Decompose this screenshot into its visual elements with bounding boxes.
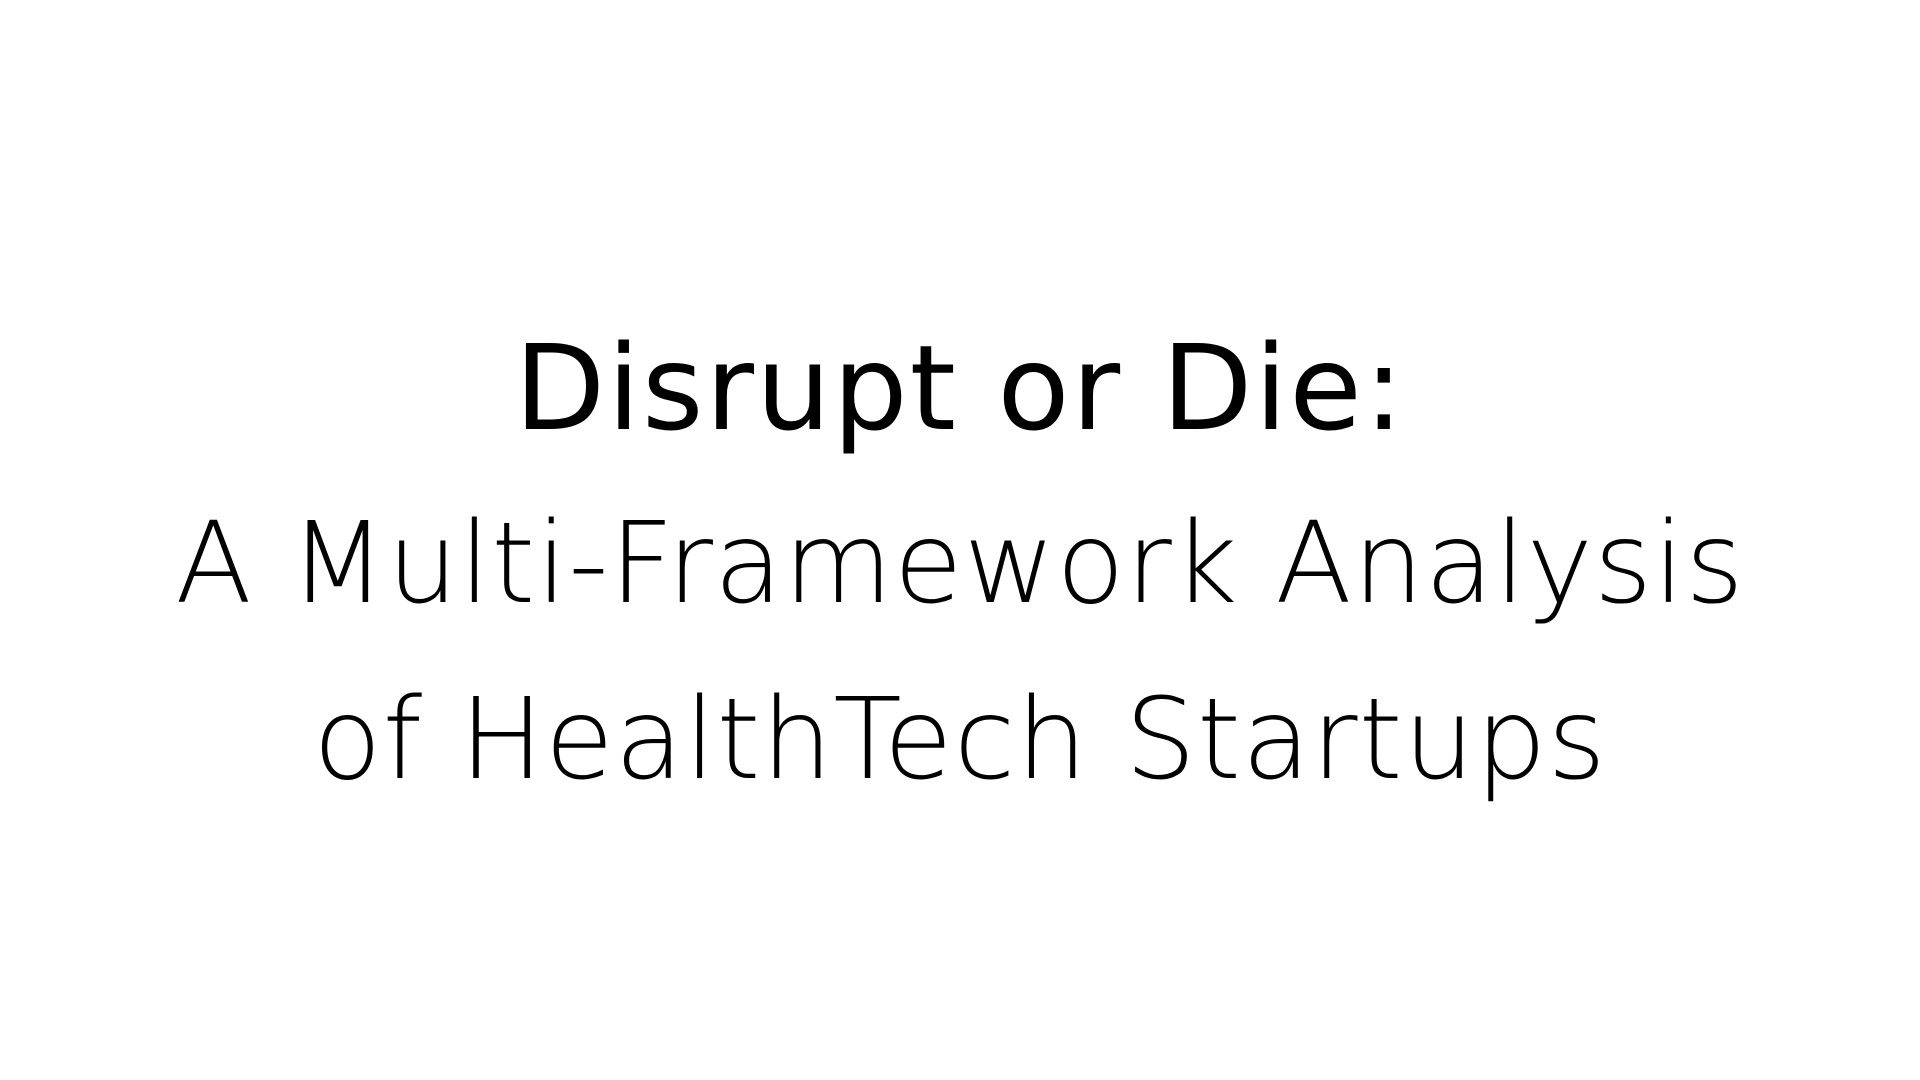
title-heading: Disrupt or Die:	[514, 319, 1406, 457]
subtitle-line-2: of HealthTech Startups	[313, 675, 1607, 805]
title-block: Disrupt or Die: A Multi-Framework Analys…	[0, 300, 1920, 828]
subtitle-line-1: A Multi-Framework Analysis	[175, 499, 1745, 629]
